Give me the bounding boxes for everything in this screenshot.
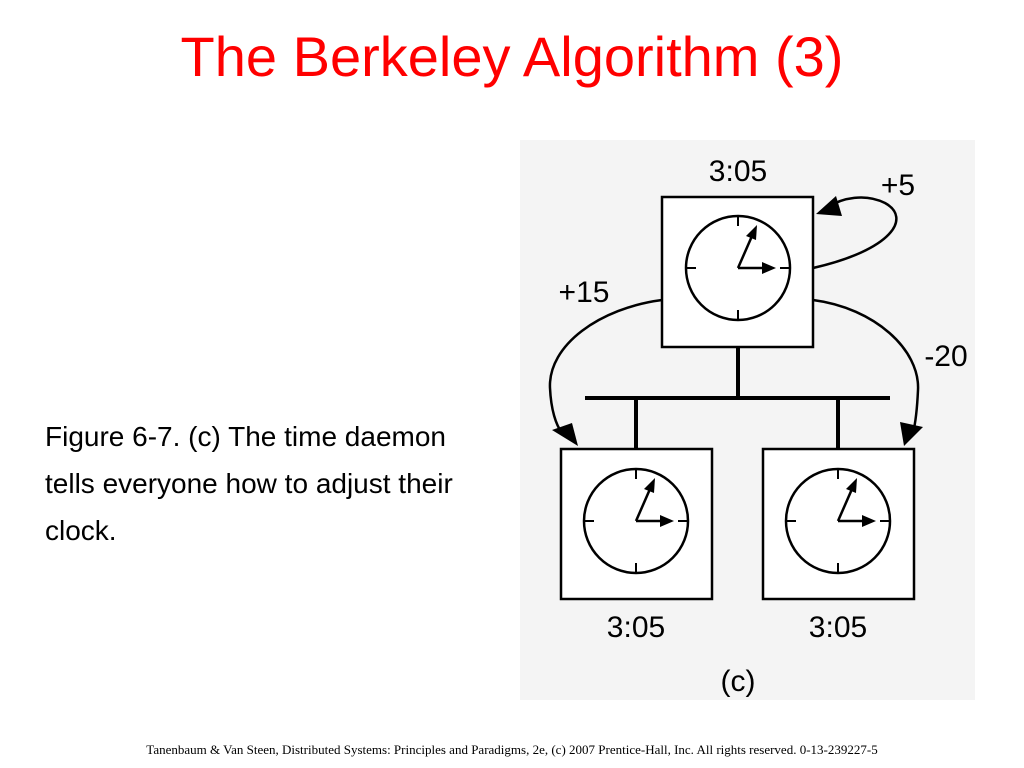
right-adjustment-label: -20 [924,340,967,373]
daemon-clock-icon [684,214,792,322]
right-clock-icon [784,467,892,575]
figure-caption: Figure 6-7. (c) The time daemon tells ev… [45,421,453,546]
left-adjustment-label: +15 [559,276,610,309]
slide-title: The Berkeley Algorithm (3) [180,25,844,88]
right-adjust-arrow [812,298,920,434]
right-time-label: 3:05 [809,611,867,644]
left-adjust-arrow [548,298,663,434]
right-adjust-arrowhead [900,422,923,446]
left-machine [559,447,714,601]
panel-label: (c) [721,665,756,698]
left-clock-icon [582,467,690,575]
footer-citation: Tanenbaum & Van Steen, Distributed Syste… [146,742,878,757]
berkeley-diagram: 3:05 +5 +15 -20 3:05 3:05 (c) [520,140,975,700]
self-adjustment-label: +5 [881,169,915,202]
left-adjust-arrowhead [552,423,578,446]
left-time-label: 3:05 [607,611,665,644]
self-adjust-arrowhead [816,196,842,216]
daemon-machine [660,195,815,349]
self-adjust-arrow [812,196,898,270]
right-machine [761,447,916,601]
daemon-time-label: 3:05 [709,155,767,188]
